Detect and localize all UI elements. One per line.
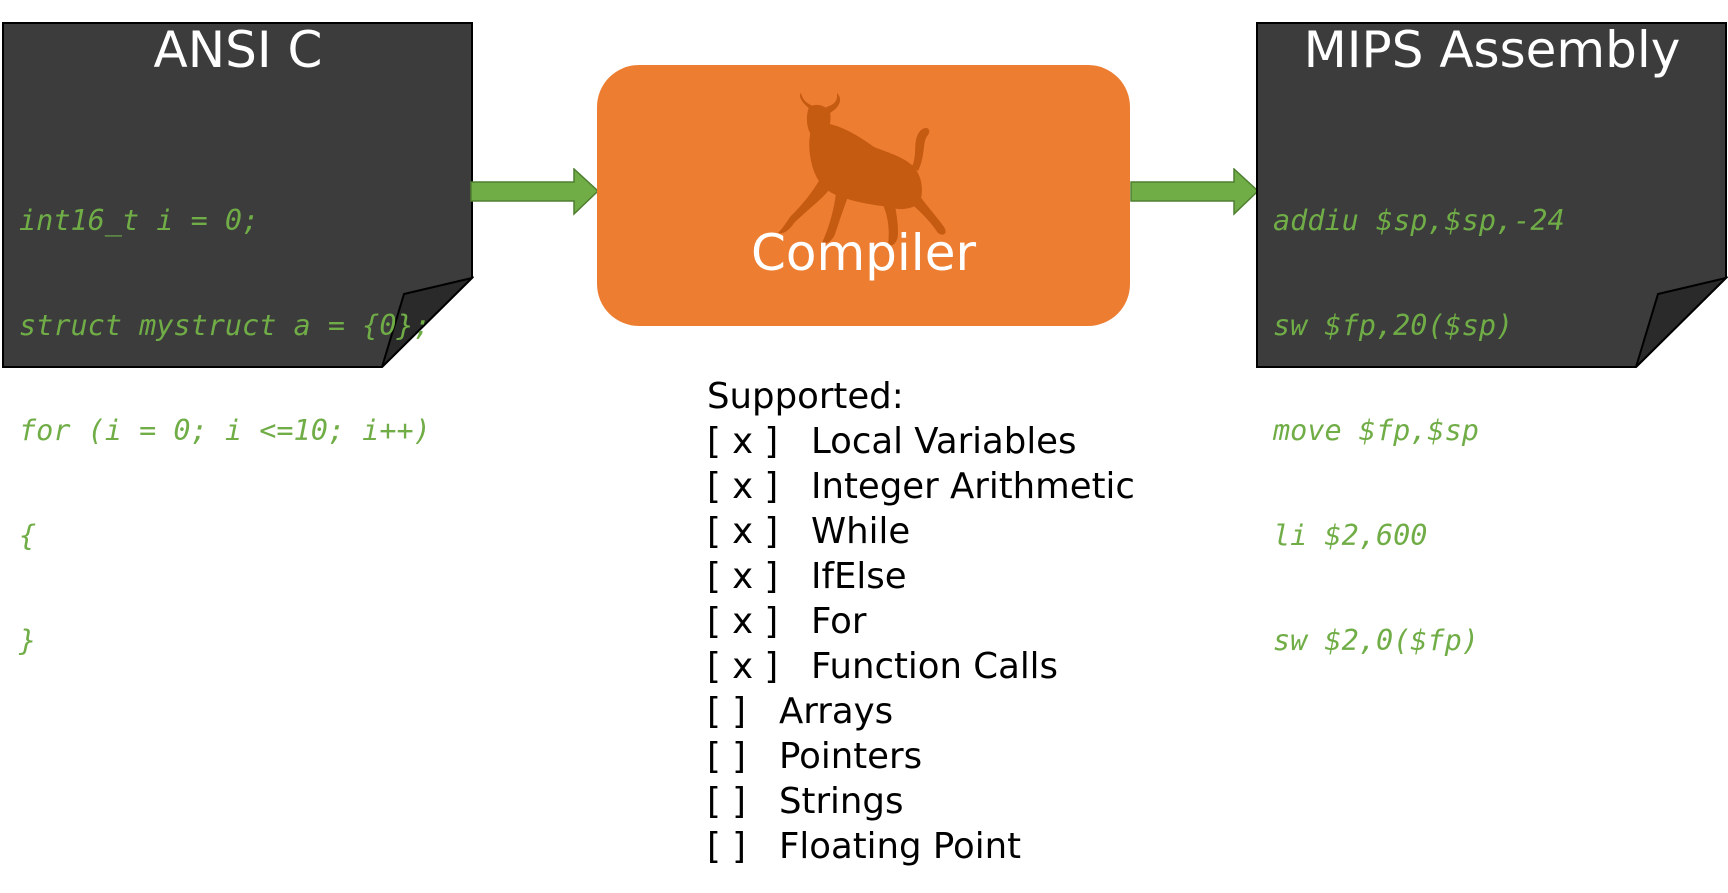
source-document: ANSI C int16_t i = 0; struct mystruct a …: [2, 21, 474, 657]
target-document-title: MIPS Assembly: [1303, 21, 1681, 79]
feature-checkbox: [ ]: [707, 826, 746, 867]
feature-label: Floating Point: [779, 826, 1021, 867]
source-code-line: }: [19, 624, 37, 657]
compiler-block: Compiler: [597, 65, 1130, 326]
feature-item: [ ] Pointers: [707, 734, 1135, 779]
feature-label: Strings: [779, 781, 904, 822]
feature-label: IfElse: [811, 556, 907, 597]
source-code-line: for (i = 0; i <=10; i++): [19, 414, 431, 447]
arrow-right-icon: [1130, 168, 1260, 216]
feature-checkbox: [ x ]: [707, 466, 779, 507]
feature-label: Integer Arithmetic: [811, 466, 1135, 507]
bull-icon: [778, 93, 946, 246]
feature-checkbox: [ x ]: [707, 421, 779, 462]
feature-label: Local Variables: [811, 421, 1077, 462]
supported-title: Supported:: [707, 376, 904, 417]
feature-checkbox: [ ]: [707, 691, 746, 732]
feature-checkbox: [ ]: [707, 736, 746, 777]
feature-item: [ x ] IfElse: [707, 554, 1135, 599]
feature-item: [ ] Strings: [707, 779, 1135, 824]
source-document-title: ANSI C: [153, 21, 323, 79]
feature-label: Function Calls: [811, 646, 1059, 687]
feature-label: Pointers: [779, 736, 923, 777]
source-code-line: struct mystruct a = {0};: [19, 309, 431, 342]
feature-label: Arrays: [779, 691, 894, 732]
feature-label: For: [811, 601, 867, 642]
source-document-shape: [2, 22, 474, 368]
feature-item: [ ] Floating Point: [707, 824, 1135, 869]
feature-item: [ x ] For: [707, 599, 1135, 644]
target-code: addiu $sp,$sp,-24 sw $fp,20($sp) move $f…: [1273, 133, 1565, 728]
source-code-line: {: [19, 519, 37, 552]
feature-checkbox: [ x ]: [707, 601, 779, 642]
target-code-line: sw $2,0($fp): [1273, 624, 1479, 657]
compiler-label: Compiler: [750, 224, 977, 282]
target-document: MIPS Assembly addiu $sp,$sp,-24 sw $fp,2…: [1256, 21, 1728, 657]
source-code: int16_t i = 0; struct mystruct a = {0}; …: [19, 133, 431, 728]
source-code-line: int16_t i = 0;: [19, 204, 260, 237]
feature-checkbox: [ x ]: [707, 511, 779, 552]
feature-checkbox: [ x ]: [707, 646, 779, 687]
feature-item: [ x ] Local Variables: [707, 419, 1135, 464]
target-code-line: sw $fp,20($sp): [1273, 309, 1514, 342]
feature-item: [ x ] Integer Arithmetic: [707, 464, 1135, 509]
feature-checkbox: [ ]: [707, 781, 746, 822]
target-document-shape: [1256, 22, 1728, 368]
arrow-right-icon: [470, 168, 600, 216]
supported-list: Supported: [ x ] Local Variables [ x ] I…: [707, 374, 1135, 869]
feature-label: While: [811, 511, 911, 552]
feature-item: [ x ] Function Calls: [707, 644, 1135, 689]
target-code-line: move $fp,$sp: [1273, 414, 1479, 447]
feature-item: [ ] Arrays: [707, 689, 1135, 734]
target-code-line: addiu $sp,$sp,-24: [1273, 204, 1565, 237]
target-code-line: li $2,600: [1273, 519, 1428, 552]
feature-item: [ x ] While: [707, 509, 1135, 554]
feature-checkbox: [ x ]: [707, 556, 779, 597]
